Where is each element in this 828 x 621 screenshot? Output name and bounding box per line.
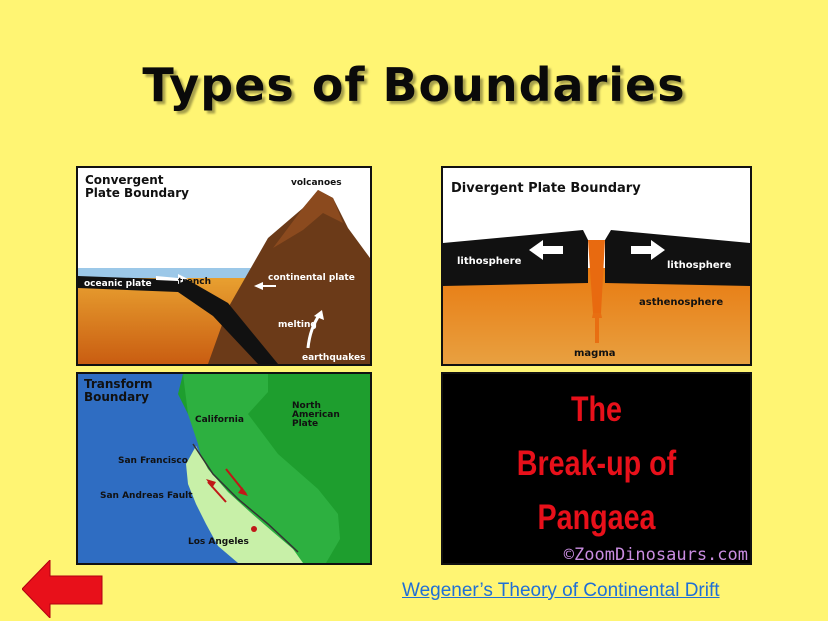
label-san-andreas: San Andreas Fault bbox=[100, 491, 193, 501]
pangaea-breakup-image[interactable]: The Break-up of Pangaea ©ZoomDinosaurs.c… bbox=[441, 372, 752, 565]
pangaea-line-3: Pangaea bbox=[537, 498, 656, 537]
label-san-francisco: San Francisco bbox=[118, 456, 188, 466]
convergent-heading-2: Plate Boundary bbox=[85, 186, 189, 200]
label-oceanic-plate: oceanic plate bbox=[84, 279, 152, 289]
pangaea-line-1: The bbox=[570, 390, 623, 429]
pangaea-copyright: ©ZoomDinosaurs.com bbox=[563, 545, 748, 565]
label-lithosphere-left: lithosphere bbox=[457, 256, 522, 267]
continental-drift-link[interactable]: Wegener’s Theory of Continental Drift bbox=[402, 580, 720, 601]
divergent-boundary-diagram: Divergent Plate Boundary lithosphere lit… bbox=[441, 166, 752, 366]
divergent-heading: Divergent Plate Boundary bbox=[451, 181, 641, 196]
pangaea-line-2: Break-up of bbox=[516, 444, 677, 483]
label-asthenosphere: asthenosphere bbox=[639, 297, 723, 308]
label-california: California bbox=[195, 415, 244, 425]
convergent-heading-1: Convergent bbox=[85, 173, 164, 187]
transform-heading-2: Boundary bbox=[84, 390, 149, 404]
label-magma: magma bbox=[574, 348, 616, 359]
transform-boundary-map: Transform Boundary California North Amer… bbox=[76, 372, 372, 565]
label-north-2: American bbox=[292, 410, 340, 420]
label-volcanoes: volcanoes bbox=[291, 178, 342, 188]
back-arrow-icon[interactable] bbox=[22, 560, 104, 618]
label-continental-plate: continental plate bbox=[268, 273, 355, 283]
slide-title: Types of Boundaries bbox=[142, 58, 686, 112]
label-los-angeles: Los Angeles bbox=[188, 537, 249, 547]
label-north-3: Plate bbox=[292, 419, 318, 429]
label-earthquakes: earthquakes bbox=[302, 353, 365, 363]
convergent-boundary-diagram: Convergent Plate Boundary volcanoes tren… bbox=[76, 166, 372, 366]
label-melting: melting bbox=[278, 320, 317, 330]
label-lithosphere-right: lithosphere bbox=[667, 260, 732, 271]
label-north-1: North bbox=[292, 401, 321, 411]
transform-heading-1: Transform bbox=[84, 377, 152, 391]
label-trench: trench bbox=[178, 277, 211, 287]
